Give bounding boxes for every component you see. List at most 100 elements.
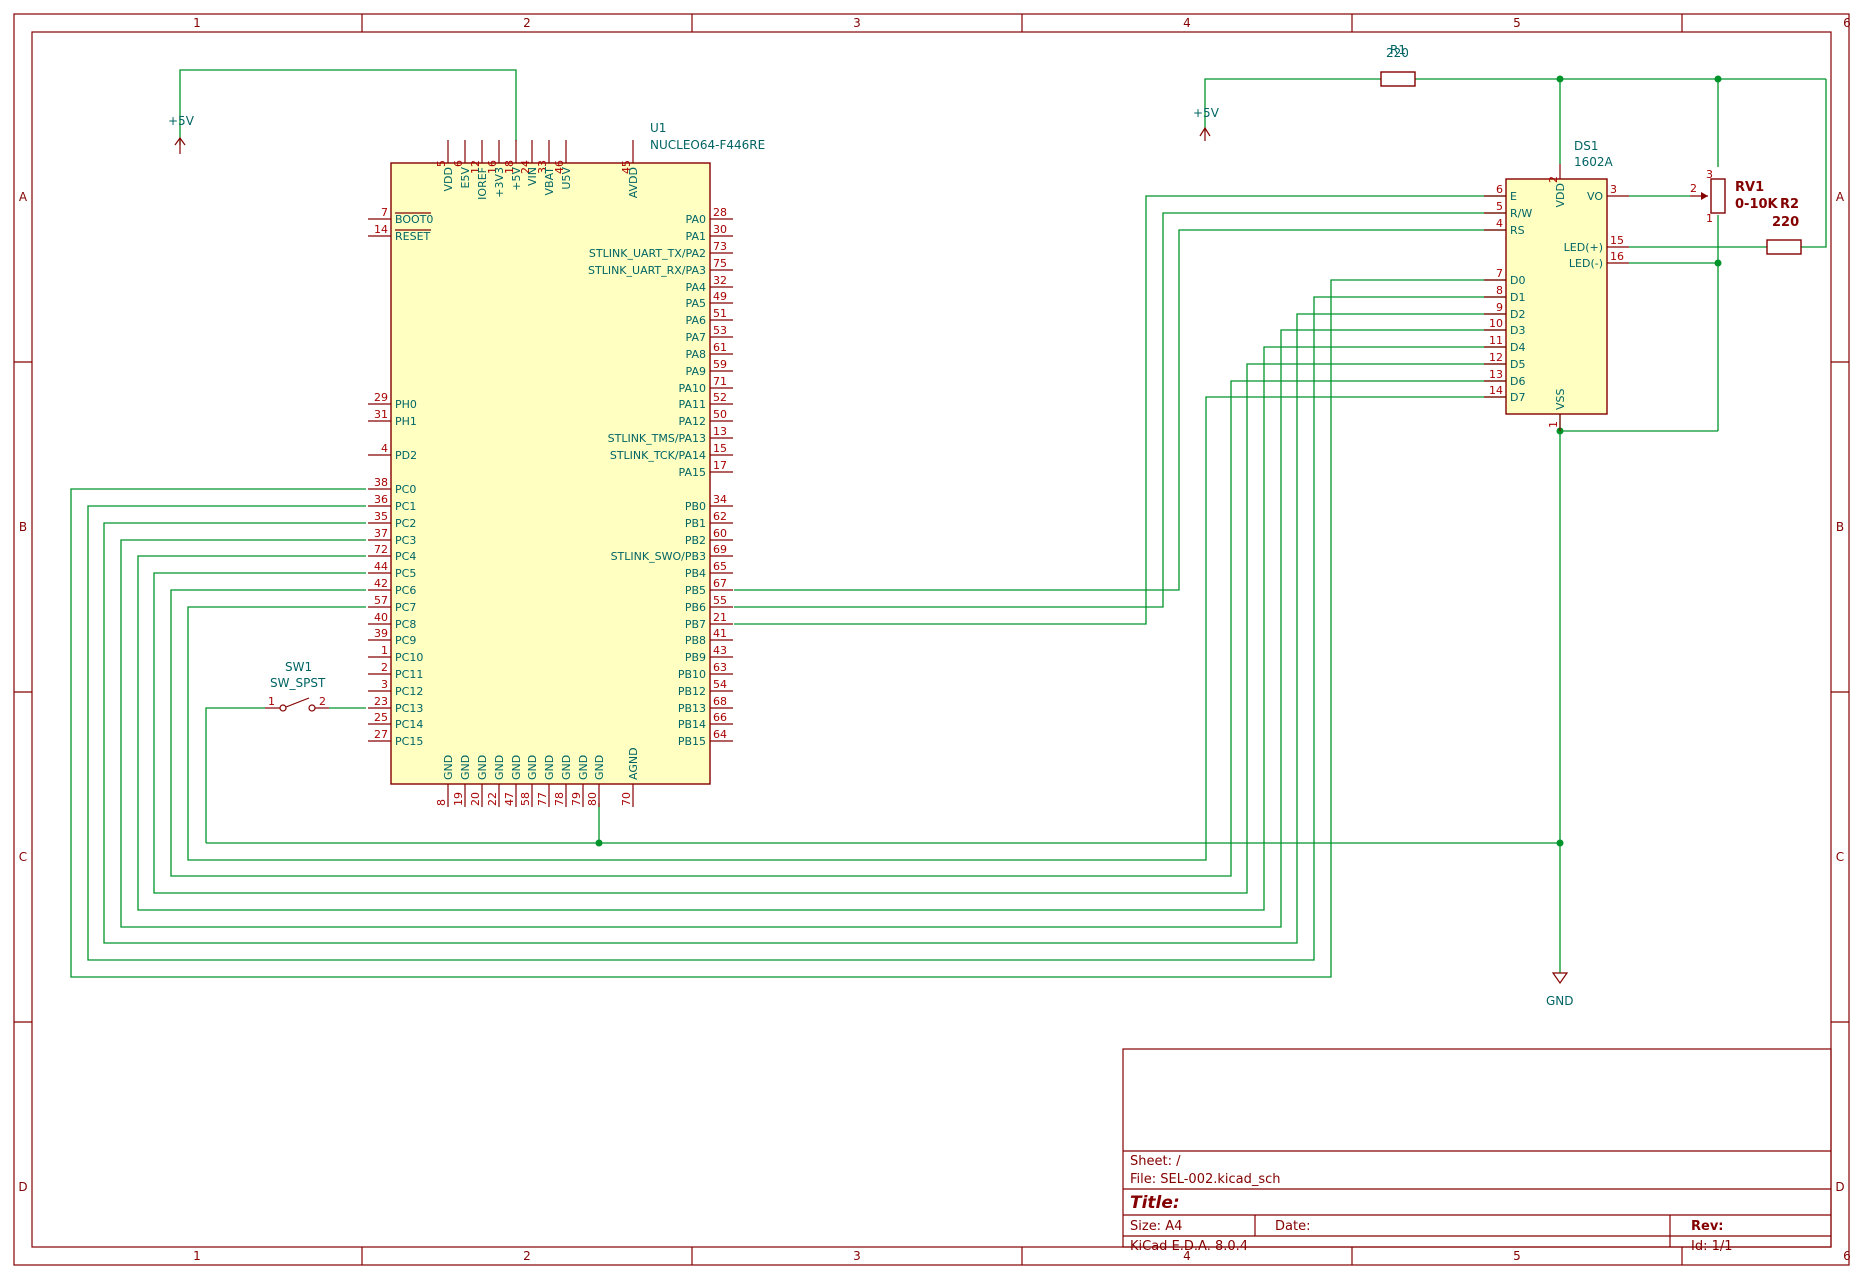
u1-pin-number: 23 [374,695,388,708]
u1-nucleo[interactable]: U1 NUCLEO64-F446RE 7BOOT014RESET29PH031P… [368,121,765,807]
rv1-body [1710,178,1726,214]
sheet-label: Sheet: / [1130,1154,1181,1169]
ds1-body [1505,178,1608,415]
u1-pin-number: 42 [374,577,388,590]
ds1-pin-number: 3 [1610,183,1617,196]
u1-pin-number: 75 [713,257,727,270]
wires [70,69,1827,978]
u1-pin-name: E5V [459,167,472,189]
rev-label: Rev: [1691,1219,1724,1234]
u1-pin-number: 61 [713,341,727,354]
ds1-pin-name: D7 [1510,391,1525,404]
power-5v-right: +5V [1193,106,1220,141]
row-marker: C [1836,850,1844,864]
u1-pin-name: PB8 [685,634,706,647]
ds1-pin-name: R/W [1510,207,1532,220]
u1-pin-number: 51 [713,307,727,320]
u1-pin-name: PA9 [686,365,706,378]
u1-pin-number: 6 [452,160,465,167]
u1-pin-number: 1 [381,644,388,657]
u1-pin-number: 60 [713,527,727,540]
u1-pin-name: PC14 [395,718,423,731]
u1-pin-name: GND [476,755,489,780]
u1-pin-number: 34 [713,493,727,506]
date-label: Date: [1275,1219,1310,1234]
u1-pin-name: PA10 [679,382,706,395]
u1-pin-name: PC10 [395,651,423,664]
u1-pin-number: 63 [713,661,727,674]
u1-pin-name: RESET [395,230,431,243]
u1-pin-number: 3 [381,678,388,691]
u1-pin-name: GND [459,755,472,780]
plus5v-label: +5V [168,114,195,128]
ds1-pin-name: D4 [1510,341,1525,354]
u1-pin-name: PA0 [686,213,706,226]
r1-body [1380,71,1416,87]
ds1-pin-number: 8 [1496,284,1503,297]
row-marker: D [18,1180,27,1194]
u1-pin-name: PA12 [679,415,706,428]
u1-pin-number: 18 [503,160,516,174]
r2-body [1766,239,1802,255]
ds1-pin-number: 16 [1610,250,1624,263]
u1-pin-name: PC13 [395,702,423,715]
u1-ref: U1 [650,121,666,135]
column-marker: 2 [523,1249,531,1263]
ds1-pin-name: VO [1587,190,1603,203]
u1-pin-name: GND [510,755,523,780]
u1-pin-number: 39 [374,627,388,640]
u1-pin-name: GND [560,755,573,780]
ds1-lcd[interactable]: DS1 1602A 6E5R/W4RS7D08D19D210D311D412D5… [1484,139,1629,431]
u1-pin-name: PA1 [686,230,706,243]
ds1-pin-name: VSS [1554,388,1567,410]
u1-pin-number: 13 [713,425,727,438]
r2-resistor[interactable]: 220 [1766,215,1802,255]
u1-pin-number: 5 [435,160,448,167]
ds1-value: 1602A [1574,155,1614,169]
u1-pin-number: 55 [713,594,727,607]
u1-pin-name: AVDD [627,167,640,198]
sw1-pin1: 1 [268,695,275,708]
u1-pin-number: 7 [381,206,388,219]
u1-pin-name: PC0 [395,483,416,496]
u1-pin-number: 33 [536,160,549,174]
u1-pin-number: 24 [519,160,532,174]
junctions [595,75,1722,847]
u1-pin-number: 68 [713,695,727,708]
ds1-pin-name: D1 [1510,291,1525,304]
u1-pin-name: PA6 [686,314,706,327]
column-marker: 1 [193,16,201,30]
ds1-pin-number: 11 [1489,334,1503,347]
ds1-pin-number: 2 [1547,176,1560,183]
u1-pin-name: STLINK_SWO/PB3 [611,550,706,563]
u1-pin-name: PB9 [685,651,706,664]
size-label: Size: A4 [1130,1219,1182,1234]
u1-pin-name: PB12 [678,685,706,698]
u1-pin-name: PB6 [685,601,706,614]
u1-pin-name: PC11 [395,668,423,681]
ds1-pin-number: 13 [1489,368,1503,381]
u1-pin-name: PC15 [395,735,423,748]
u1-pin-name: AGND [627,747,640,780]
junction-dot [595,839,603,847]
ds1-pin-number: 4 [1496,217,1503,230]
rv1-potentiometer[interactable]: 2 3 1 RV1 0-10K R2 [1690,168,1799,225]
u1-pin-name: +5V [510,167,523,191]
u1-pin-number: 53 [713,324,727,337]
junction-dot [1714,259,1722,267]
title-label: Title: [1130,1193,1180,1213]
u1-pin-name: PA7 [686,331,706,344]
ds1-pins: 6E5R/W4RS7D08D19D210D311D412D513D614D73V… [1484,164,1629,431]
tool-label: KiCad E.D.A. 8.0.4 [1130,1239,1248,1254]
sw1-switch[interactable]: SW1 SW_SPST 1 2 [265,660,329,712]
sw1-value: SW_SPST [270,676,326,690]
u1-pins: 7BOOT014RESET29PH031PH14PD238PC036PC135P… [368,140,733,807]
column-marker: 2 [523,16,531,30]
u1-pin-name: PC5 [395,567,416,580]
u1-pin-number: 2 [381,661,388,674]
u1-pin-name: PC9 [395,634,416,647]
u1-pin-number: 69 [713,543,727,556]
sw1-pin2: 2 [319,695,326,708]
r1-resistor[interactable]: R1 220 [1380,43,1416,87]
u1-pin-number: 77 [536,792,549,806]
